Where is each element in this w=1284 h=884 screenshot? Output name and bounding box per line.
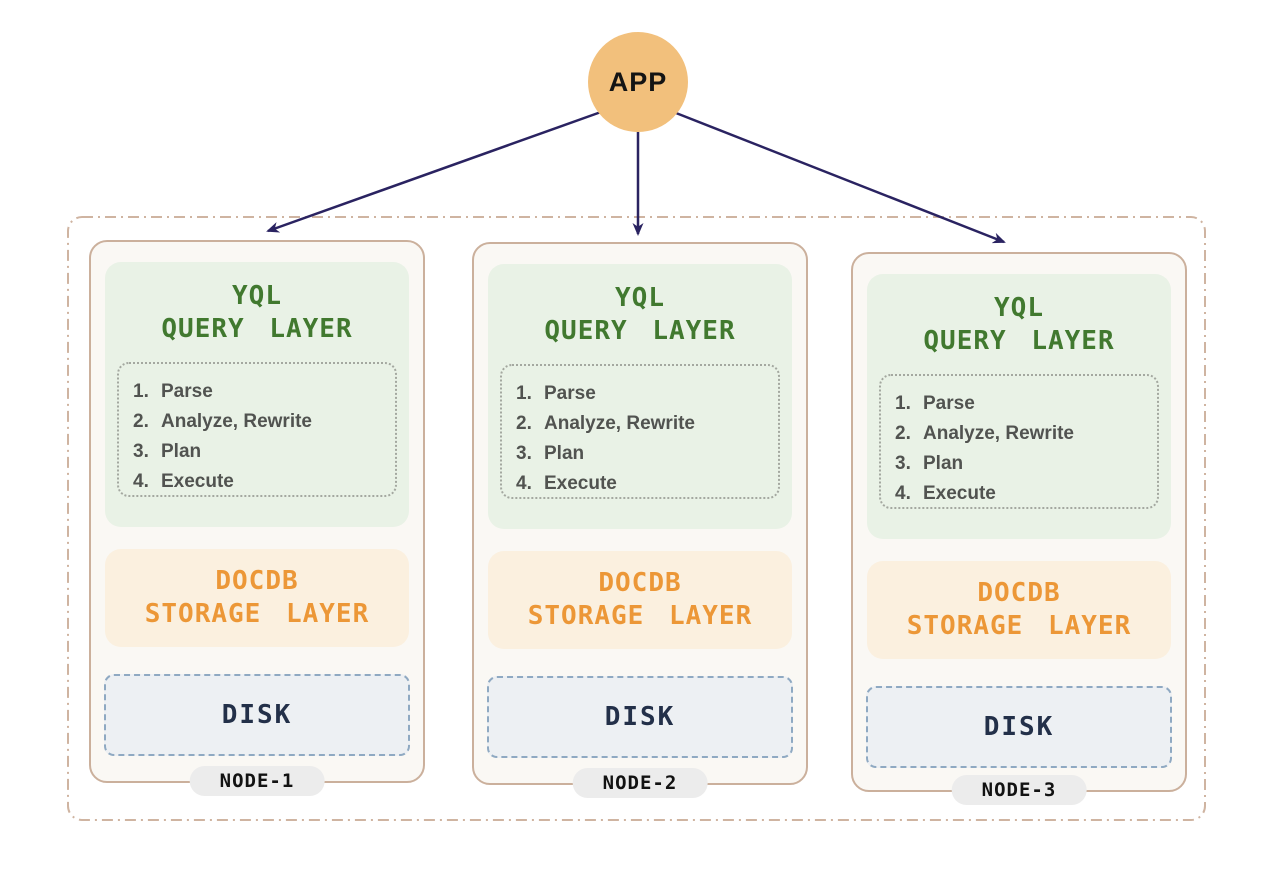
query-layer-title-line1: YQL — [994, 293, 1044, 323]
query-step: 2. Analyze, Rewrite — [895, 419, 1157, 449]
query-steps-box: 1. Parse 2. Analyze, Rewrite 3. Plan 4. … — [117, 362, 397, 497]
node-3-badge: NODE-3 — [951, 775, 1087, 805]
app-label: APP — [608, 66, 668, 97]
query-step: 3. Plan — [133, 437, 395, 467]
query-layer-title-line1: YQL — [232, 281, 282, 311]
query-steps-box: 1. Parse 2. Analyze, Rewrite 3. Plan 4. … — [879, 374, 1159, 509]
step-label: Analyze, Rewrite — [544, 413, 695, 434]
query-step: 2. Analyze, Rewrite — [133, 407, 395, 437]
query-step: 4. Execute — [516, 469, 778, 499]
node-badge-label: NODE-3 — [981, 779, 1057, 801]
disk-label: DISK — [604, 702, 676, 732]
step-label: Execute — [923, 483, 996, 504]
step-number: 1. — [516, 383, 532, 404]
query-step: 1. Parse — [895, 389, 1157, 419]
step-label: Execute — [544, 473, 617, 494]
query-step: 1. Parse — [516, 379, 778, 409]
cluster-boundary — [67, 216, 1206, 821]
storage-layer-title-line2: STORAGE LAYER — [144, 599, 370, 629]
step-label: Analyze, Rewrite — [161, 411, 312, 432]
step-label: Parse — [161, 381, 213, 402]
query-layer-title: YQL QUERY LAYER — [867, 292, 1171, 358]
node-badge-label: NODE-1 — [219, 770, 295, 792]
node-3-query-layer: YQL QUERY LAYER 1. Parse 2. Analyze, Rew… — [867, 274, 1171, 539]
step-number: 1. — [133, 381, 149, 402]
storage-layer-title-line2: STORAGE LAYER — [527, 601, 753, 631]
storage-layer-title-line1: DOCDB — [215, 566, 299, 596]
step-label: Parse — [544, 383, 596, 404]
query-layer-title: YQL QUERY LAYER — [488, 282, 792, 348]
storage-layer-title-line2: STORAGE LAYER — [906, 611, 1132, 641]
step-number: 1. — [895, 393, 911, 414]
storage-layer-title: DOCDB STORAGE LAYER — [488, 567, 792, 633]
storage-layer-title: DOCDB STORAGE LAYER — [867, 577, 1171, 643]
query-step: 3. Plan — [895, 449, 1157, 479]
step-number: 3. — [895, 453, 911, 474]
disk-label: DISK — [221, 700, 293, 730]
node-3: YQL QUERY LAYER 1. Parse 2. Analyze, Rew… — [851, 252, 1187, 805]
query-layer-title: YQL QUERY LAYER — [105, 280, 409, 346]
query-step: 4. Execute — [133, 467, 395, 497]
step-label: Plan — [544, 443, 585, 464]
step-number: 4. — [133, 471, 149, 492]
query-step: 3. Plan — [516, 439, 778, 469]
node-1-disk: DISK — [104, 674, 410, 756]
node-1-badge: NODE-1 — [189, 766, 325, 796]
disk-label: DISK — [983, 712, 1055, 742]
app-node: APP — [588, 32, 688, 132]
query-layer-title-line2: QUERY LAYER — [923, 326, 1115, 356]
step-label: Parse — [923, 393, 975, 414]
step-number: 3. — [133, 441, 149, 462]
node-2-badge: NODE-2 — [572, 768, 708, 798]
step-number: 4. — [895, 483, 911, 504]
node-2-disk: DISK — [487, 676, 793, 758]
step-label: Plan — [161, 441, 202, 462]
node-2-storage-layer: DOCDB STORAGE LAYER — [488, 551, 792, 649]
node-3-disk: DISK — [866, 686, 1172, 768]
node-1-query-layer: YQL QUERY LAYER 1. Parse 2. Analyze, Rew… — [105, 262, 409, 527]
query-step: 1. Parse — [133, 377, 395, 407]
arrow-app-to-node-1-icon — [266, 110, 602, 233]
node-1: YQL QUERY LAYER 1. Parse 2. Analyze, Rew… — [89, 240, 425, 796]
node-2: YQL QUERY LAYER 1. Parse 2. Analyze, Rew… — [472, 242, 808, 798]
query-steps-box: 1. Parse 2. Analyze, Rewrite 3. Plan 4. … — [500, 364, 780, 499]
step-number: 3. — [516, 443, 532, 464]
node-1-storage-layer: DOCDB STORAGE LAYER — [105, 549, 409, 647]
step-label: Execute — [161, 471, 234, 492]
query-layer-title-line2: QUERY LAYER — [544, 316, 736, 346]
step-label: Plan — [923, 453, 964, 474]
arrow-app-to-node-3-icon — [675, 111, 1006, 244]
query-layer-title-line2: QUERY LAYER — [161, 314, 353, 344]
node-badge-label: NODE-2 — [602, 772, 678, 794]
step-number: 2. — [895, 423, 911, 444]
query-step: 4. Execute — [895, 479, 1157, 509]
storage-layer-title: DOCDB STORAGE LAYER — [105, 565, 409, 631]
storage-layer-title-line1: DOCDB — [598, 568, 682, 598]
node-3-storage-layer: DOCDB STORAGE LAYER — [867, 561, 1171, 659]
storage-layer-title-line1: DOCDB — [977, 578, 1061, 608]
step-number: 4. — [516, 473, 532, 494]
query-layer-title-line1: YQL — [615, 283, 665, 313]
step-number: 2. — [133, 411, 149, 432]
step-label: Analyze, Rewrite — [923, 423, 1074, 444]
node-2-query-layer: YQL QUERY LAYER 1. Parse 2. Analyze, Rew… — [488, 264, 792, 529]
step-number: 2. — [516, 413, 532, 434]
query-step: 2. Analyze, Rewrite — [516, 409, 778, 439]
